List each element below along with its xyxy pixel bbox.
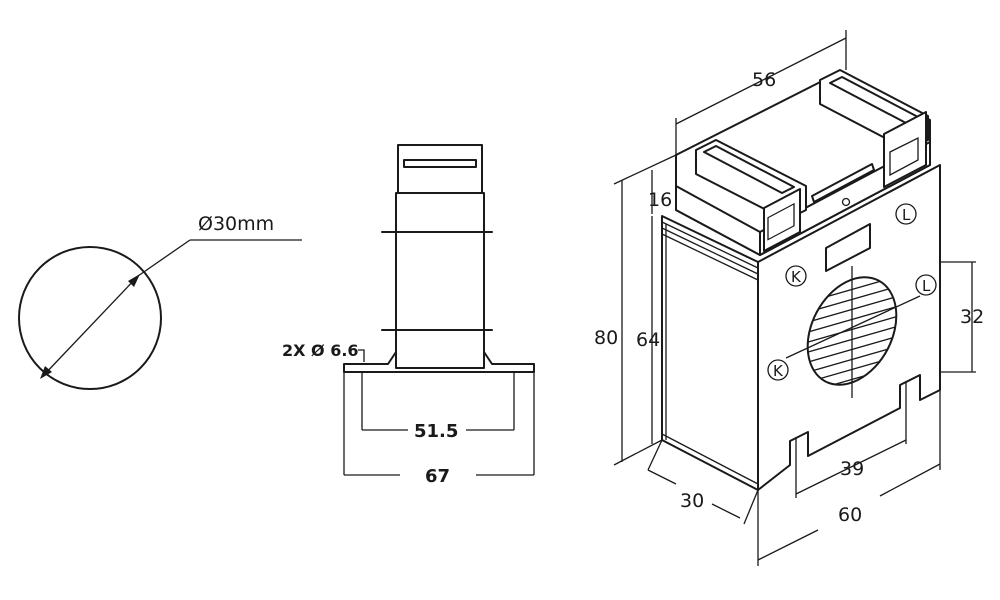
dim-56-line: [675, 37, 847, 125]
inner-width-label: 51.5: [414, 421, 458, 442]
iso-side-bottom-1: [661, 433, 759, 485]
dim-30-ext-right: [743, 489, 759, 525]
svg-text:L: L: [922, 277, 931, 295]
diameter-arrow-start: [40, 366, 52, 379]
aperture-circle: [18, 246, 162, 390]
side-body: [395, 192, 485, 369]
hole-leader: [358, 349, 365, 362]
mark-k-lower: K: [767, 359, 789, 381]
side-view: 2X Ø 6.6 51.5 67: [282, 144, 535, 487]
dim-64-label: 64: [636, 329, 660, 351]
base-flange: [343, 351, 535, 373]
terminal-block: [397, 144, 483, 196]
svg-text:K: K: [791, 268, 802, 286]
dim-30-label: 30: [680, 490, 704, 512]
diameter-arrow-end: [128, 274, 140, 287]
notch-left-inner: [789, 436, 797, 462]
mark-k-upper: K: [785, 265, 807, 287]
iso-terminal-right-end: [883, 111, 927, 188]
dim-60-line-b: [879, 463, 941, 497]
dim-32-label: 32: [960, 306, 984, 328]
dim-60-line-a: [757, 529, 819, 561]
iso-top-rail: [811, 163, 875, 203]
dim-30-line-b: [711, 503, 741, 519]
svg-text:L: L: [902, 206, 911, 224]
terminal-slot: [403, 159, 477, 168]
dim-30-line-a: [647, 469, 677, 485]
iso-side-lam-3: [661, 233, 759, 281]
iso-terminal-left-end: [763, 188, 801, 252]
dim-30-ext: [647, 439, 663, 471]
circle-view: Ø30mm: [18, 213, 302, 390]
iso-terminal-left-window: [767, 202, 795, 241]
iso-side-lam-2: [661, 227, 759, 275]
iso-terminal-left-slot: [703, 145, 795, 194]
diameter-line: [41, 275, 139, 378]
dim-16-label: 16: [648, 189, 672, 211]
mark-l-lower: L: [915, 274, 937, 296]
iso-side-lam-1: [661, 221, 759, 269]
dim-80-ext-top: [613, 154, 677, 185]
dim-60-label: 60: [838, 504, 862, 526]
diameter-label: Ø30mm: [198, 213, 274, 235]
dim-80-label: 80: [594, 327, 618, 349]
diameter-leader: [137, 239, 191, 277]
iso-label-window: [825, 223, 871, 272]
dim-39-label: 39: [840, 458, 864, 480]
aperture-axis-d: [785, 295, 921, 359]
outer-width-label: 67: [425, 466, 450, 487]
dim-56-label: 56: [752, 69, 776, 91]
dim-80-ext-bottom: [613, 439, 663, 466]
hole-label: 2X Ø 6.6: [282, 341, 359, 360]
svg-text:K: K: [773, 362, 784, 380]
iso-screw: [841, 197, 851, 207]
mark-l-upper: L: [895, 203, 917, 225]
dim-39-line: [795, 439, 907, 495]
iso-terminal-right-window: [889, 136, 919, 177]
notch-right-inner: [899, 380, 907, 405]
iso-view: K L L K: [594, 30, 984, 566]
